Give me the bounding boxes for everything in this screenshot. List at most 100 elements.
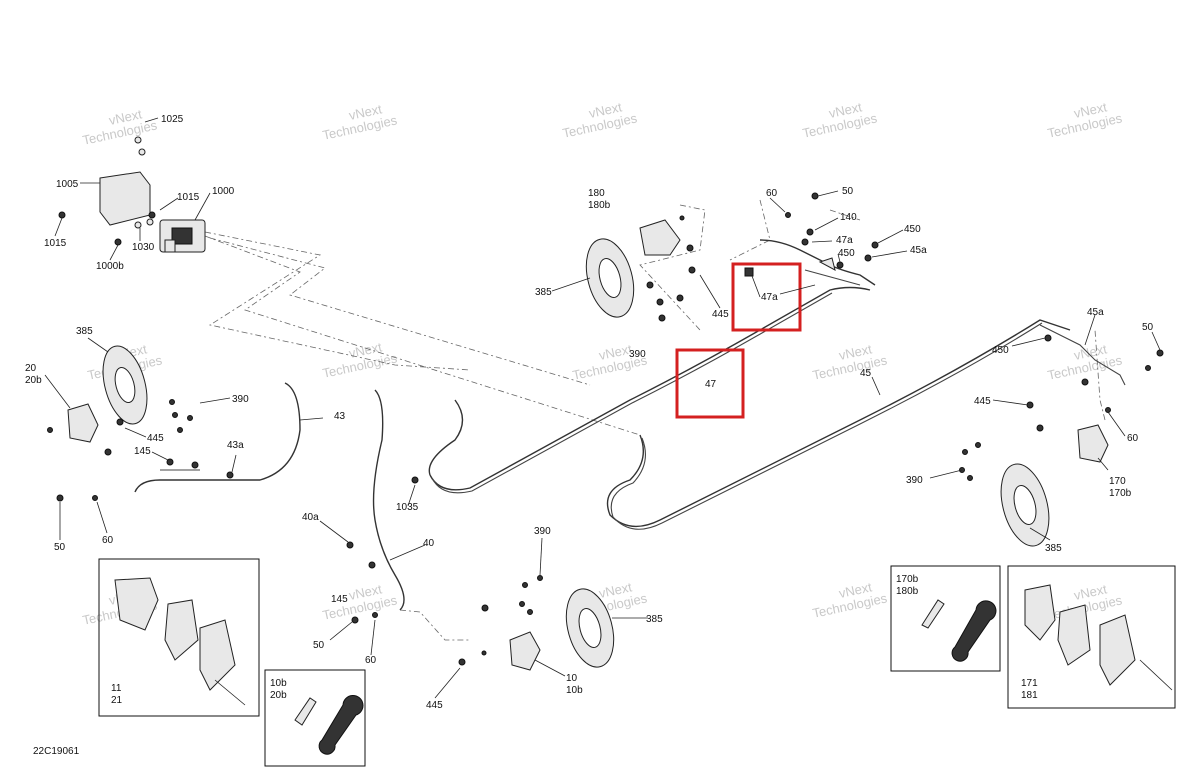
svg-text:vNext: vNext — [108, 106, 144, 128]
bleeder-screw-icon — [294, 697, 317, 726]
svg-text:vNext: vNext — [828, 99, 864, 121]
callout-60: 60 — [1127, 433, 1139, 444]
svg-text:11: 11 — [111, 683, 122, 694]
callout-385: 385 — [535, 287, 552, 298]
callout-1000b: 1000b — [96, 261, 124, 272]
callout-60: 60 — [102, 535, 114, 546]
svg-text:vNext: vNext — [838, 579, 874, 601]
callout-445: 445 — [426, 700, 443, 711]
callout-20: 20 — [25, 363, 37, 374]
svg-text:181: 181 — [1021, 690, 1038, 701]
brake-caliper-icon — [1077, 424, 1109, 463]
bleeder-screw-icon — [921, 599, 945, 629]
inset-box-10b-20b: 10b 20b — [264, 669, 366, 767]
callout-385: 385 — [1045, 543, 1062, 554]
callout-385: 385 — [76, 326, 93, 337]
callout-170: 170 — [1109, 476, 1126, 487]
rear-right-brake-assembly — [959, 378, 1111, 547]
fittings-cluster — [744, 192, 1164, 371]
callout-40: 40 — [423, 538, 435, 549]
callout-385: 385 — [646, 614, 663, 625]
inset-box-11-21: 11 21 — [98, 558, 260, 717]
callout-60: 60 — [766, 188, 778, 199]
callout-170b: 170b — [1109, 488, 1132, 499]
callout-145: 145 — [331, 594, 348, 605]
callout-1035: 1035 — [396, 502, 419, 513]
watermark: vNext Technologies — [811, 341, 889, 383]
callout-1030: 1030 — [132, 242, 155, 253]
brake-lines — [134, 239, 1126, 611]
highlight-boxes — [675, 262, 802, 419]
callout-10b: 10b — [566, 685, 583, 696]
diagram-id: 22C19061 — [33, 746, 80, 757]
bleeder-cap-icon — [951, 600, 997, 662]
callout-180b: 180b — [588, 200, 611, 211]
callout-45a: 45a — [1087, 307, 1104, 318]
callout-50: 50 — [842, 186, 854, 197]
callout-labels: 1025 1005 1015 1000 1015 1030 1000b 180 … — [25, 114, 1154, 711]
callout-43: 43 — [334, 411, 346, 422]
callout-20b: 20b — [25, 375, 42, 386]
front-left-brake-assembly — [47, 345, 234, 502]
svg-text:vNext: vNext — [348, 101, 384, 123]
svg-text:vNext: vNext — [598, 341, 634, 363]
callout-47a: 47a — [836, 235, 853, 246]
watermark: vNext Technologies — [1046, 99, 1124, 141]
front-right-brake-assembly — [346, 476, 615, 671]
callout-50: 50 — [313, 640, 325, 651]
watermark: vNext Technologies — [561, 99, 639, 141]
watermark: vNext Technologies — [801, 99, 879, 141]
callout-1015: 1015 — [44, 238, 67, 249]
callout-40a: 40a — [302, 512, 319, 523]
svg-text:vNext: vNext — [1073, 99, 1109, 121]
callout-60: 60 — [365, 655, 377, 666]
watermark: vNext Technologies — [1046, 341, 1124, 383]
callout-1000: 1000 — [212, 186, 235, 197]
callout-47: 47 — [705, 379, 717, 390]
callout-140: 140 — [840, 212, 857, 223]
svg-text:10b: 10b — [270, 678, 287, 689]
inset-box-171-181: 171 181 — [1007, 565, 1176, 709]
callout-1025: 1025 — [161, 114, 184, 125]
callout-390: 390 — [232, 394, 249, 405]
brake-caliper-icon — [639, 219, 681, 256]
callout-50: 50 — [54, 542, 66, 553]
watermark: vNext Technologies — [81, 106, 159, 148]
svg-text:vNext: vNext — [598, 579, 634, 601]
rear-left-brake-assembly — [585, 215, 696, 322]
callout-47a: 47a — [761, 292, 778, 303]
svg-text:171: 171 — [1021, 678, 1038, 689]
callout-1015: 1015 — [177, 192, 200, 203]
callout-10: 10 — [566, 673, 578, 684]
highlight-box-47a[interactable] — [731, 262, 802, 332]
callout-50: 50 — [1142, 322, 1154, 333]
bleeder-cap-icon — [318, 694, 364, 755]
watermark: vNext Technologies — [321, 101, 399, 143]
watermark: vNext Technologies — [321, 339, 399, 381]
callout-390: 390 — [906, 475, 923, 486]
brake-caliper-icon — [509, 631, 541, 671]
watermarks: vNext Technologies vNext Technologies vN… — [81, 99, 1124, 628]
callout-45: 45 — [860, 368, 872, 379]
brake-line-43 — [134, 382, 301, 493]
callout-450: 450 — [904, 224, 921, 235]
callout-450: 450 — [992, 345, 1009, 356]
callout-145: 145 — [134, 446, 151, 457]
svg-text:170b: 170b — [896, 574, 919, 585]
svg-text:vNext: vNext — [348, 339, 384, 361]
highlight-box-47[interactable] — [675, 348, 745, 419]
svg-text:180b: 180b — [896, 586, 919, 597]
callout-180: 180 — [588, 188, 605, 199]
brake-caliper-icon — [67, 403, 99, 443]
watermark: vNext Technologies — [811, 579, 889, 621]
callout-43a: 43a — [227, 440, 244, 451]
callout-450: 450 — [838, 248, 855, 259]
svg-text:vNext: vNext — [838, 341, 874, 363]
brake-line-40 — [372, 389, 405, 611]
callout-1005: 1005 — [56, 179, 79, 190]
svg-text:vNext: vNext — [1073, 581, 1109, 603]
svg-text:20b: 20b — [270, 690, 287, 701]
inset-box-170b-180b: 170b 180b — [890, 565, 1001, 672]
brake-line-47 — [429, 286, 871, 491]
